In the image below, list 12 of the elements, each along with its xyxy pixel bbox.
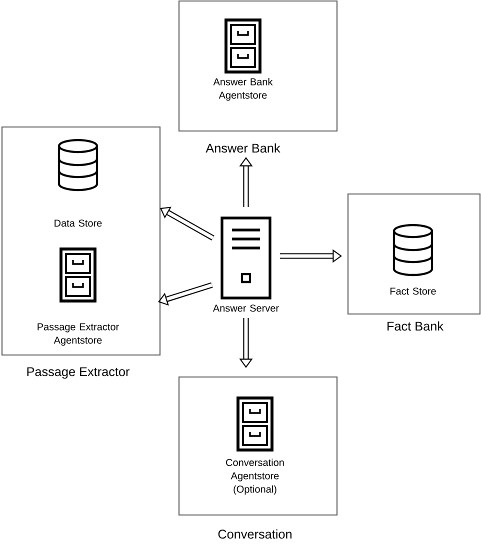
group-heading: Fact Bank <box>388 321 444 331</box>
icon-label: Fact Store <box>390 288 436 295</box>
group-heading: Passage Extractor <box>27 367 130 379</box>
icon-label: Passage Extractor Agentstore <box>38 323 119 346</box>
icon-label: Answer Server <box>212 304 279 312</box>
icon-label: Conversation Agentstore (Optional) <box>226 458 284 495</box>
icon-label: Answer Bank Agentstore <box>213 78 273 101</box>
arrow <box>158 282 213 306</box>
group-heading: Answer Bank <box>206 143 280 153</box>
icon-label: Data Store <box>54 220 102 227</box>
arrow <box>160 206 214 240</box>
group-heading: Conversation <box>218 529 292 539</box>
